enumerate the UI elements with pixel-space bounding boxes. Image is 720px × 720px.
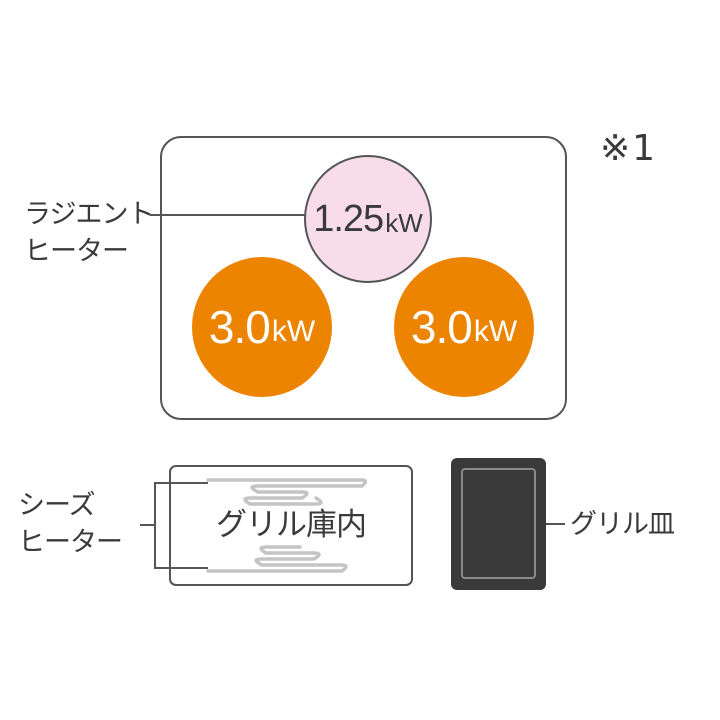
radiant-burner-unit: kW (385, 207, 423, 238)
left-burner-unit: kW (271, 315, 316, 348)
sheathed-heater-coil-top (206, 478, 368, 506)
radiant-burner-value: 1.25 (313, 197, 384, 240)
sheathed-heater-label-line1: シーズ (18, 490, 96, 521)
grill-chamber-label: グリル庫内 (214, 507, 368, 544)
right-burner-value: 3.0 (410, 301, 473, 353)
sheathed-heater-label: シーズ ヒーター (18, 487, 123, 561)
grill-dish-label: グリル皿 (570, 509, 675, 540)
sheathed-heater-label-line2: ヒーター (18, 527, 123, 558)
radiant-heater-label-line2: ヒーター (24, 236, 129, 267)
sheathed-heater-bracket (140, 482, 208, 569)
grill-dish-inner (461, 468, 536, 579)
radiant-heater-label: ラジエント ヒーター (24, 196, 154, 270)
left-burner-value: 3.0 (208, 301, 271, 353)
footnote-mark: ※1 (600, 128, 658, 169)
radiant-heater-label-line1: ラジエント (24, 199, 154, 230)
sheathed-heater-coil-bottom (206, 545, 348, 573)
right-burner-unit: kW (473, 315, 518, 348)
